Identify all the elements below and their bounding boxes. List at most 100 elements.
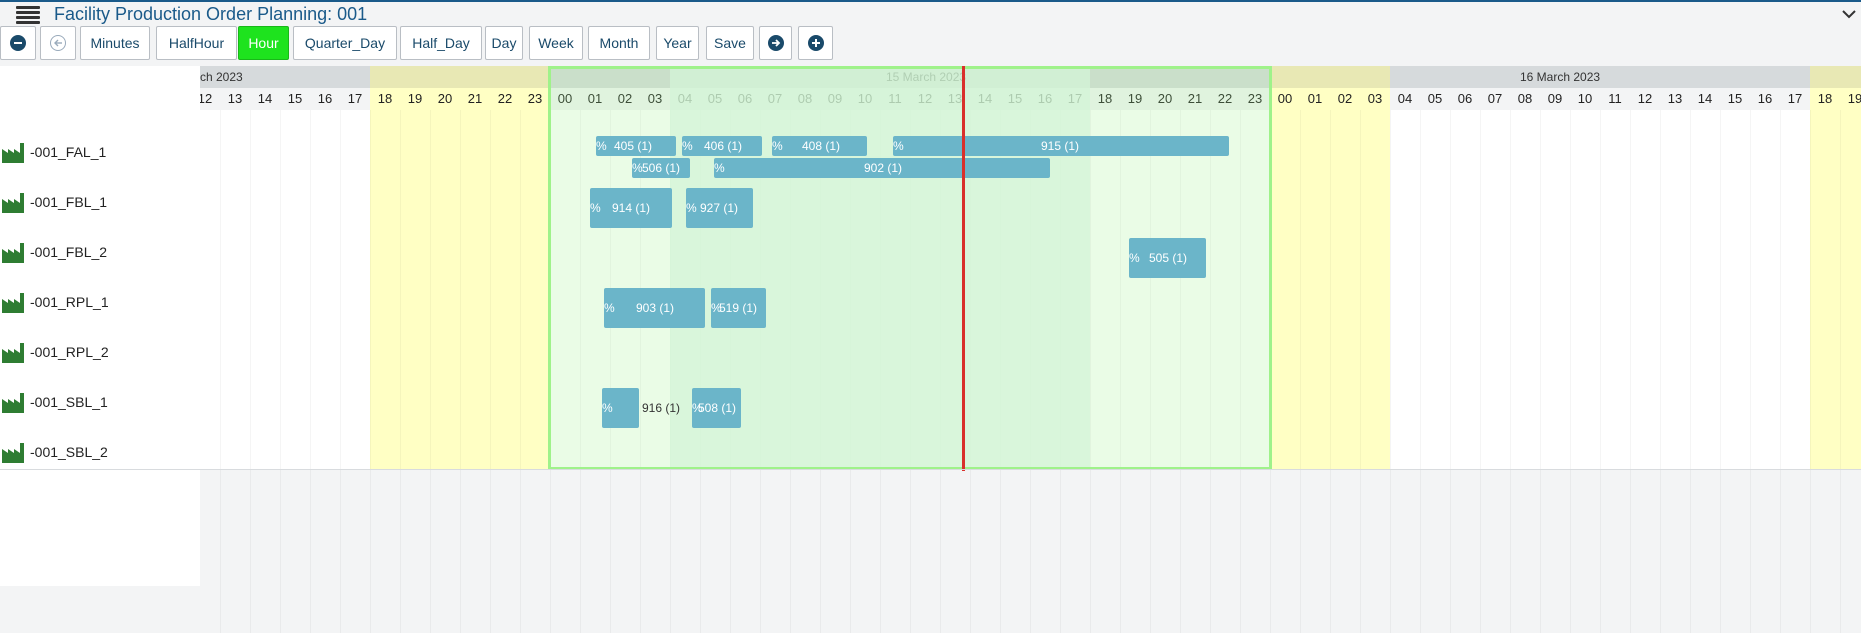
day-header-cell xyxy=(790,66,820,88)
hour-label: 15 xyxy=(280,88,310,110)
facility-row[interactable]: -001_RPL_1 xyxy=(0,278,200,328)
production-order-bar[interactable]: % 405 (1) xyxy=(596,136,676,156)
grid-line xyxy=(1450,110,1451,633)
next-button[interactable] xyxy=(759,26,792,60)
order-label: 405 (1) xyxy=(614,139,653,153)
add-button[interactable] xyxy=(798,26,833,60)
day-header-cell xyxy=(1570,66,1600,88)
facility-row[interactable]: -001_SBL_1 xyxy=(0,378,200,428)
hour-label: 15 xyxy=(1000,88,1030,110)
back-button[interactable] xyxy=(40,26,76,60)
grid-line xyxy=(760,110,761,633)
hour-label: 07 xyxy=(1480,88,1510,110)
facility-row[interactable]: -001_FAL_1 xyxy=(0,128,200,178)
hour-label: 04 xyxy=(1390,88,1420,110)
zoom-out-button[interactable] xyxy=(0,26,36,60)
hour-label: 03 xyxy=(1360,88,1390,110)
production-order-bar[interactable]: %903 (1) xyxy=(604,288,705,328)
factory-icon xyxy=(2,193,24,213)
facility-list: -001_FAL_1-001_FBL_1-001_FBL_2-001_RPL_1… xyxy=(0,66,200,586)
hour-label: 21 xyxy=(460,88,490,110)
grid-line xyxy=(850,110,851,633)
chevron-down-icon[interactable] xyxy=(1841,7,1857,21)
hour-label: 23 xyxy=(1240,88,1270,110)
facility-row[interactable]: -001_FBL_2 xyxy=(0,228,200,278)
facility-name: -001_RPL_2 xyxy=(30,344,109,360)
production-order-bar[interactable]: %916 (1) xyxy=(602,388,680,428)
day-header-cell xyxy=(730,66,760,88)
grid-line xyxy=(610,110,611,633)
production-order-bar[interactable]: % 505 (1) xyxy=(1129,238,1206,278)
production-order-bar[interactable]: %927 (1) xyxy=(686,188,753,228)
hamburger-menu-icon[interactable] xyxy=(16,6,40,24)
halfhour-button[interactable]: HalfHour xyxy=(156,26,237,60)
grid-line xyxy=(550,110,551,633)
grid-line xyxy=(1750,110,1751,633)
hour-label: 11 xyxy=(1600,88,1630,110)
grid-line xyxy=(1030,110,1031,633)
grid-line xyxy=(970,110,971,633)
order-label: 903 (1) xyxy=(636,301,675,315)
grid-line xyxy=(1300,110,1301,633)
day-header-cell xyxy=(340,66,370,88)
day-header-cell xyxy=(1240,66,1270,88)
grid-line xyxy=(1240,110,1241,633)
progress-percent: % xyxy=(596,139,607,153)
day-header-cell xyxy=(400,66,430,88)
progress-percent: % xyxy=(692,401,703,415)
facility-row[interactable]: -001_RPL_2 xyxy=(0,328,200,378)
grid-line xyxy=(340,110,341,633)
production-order-bar[interactable]: %915 (1) xyxy=(893,136,1229,156)
week-button[interactable]: Week xyxy=(529,26,583,60)
grid-line xyxy=(310,110,311,633)
grid-line xyxy=(820,110,821,633)
order-label: 519 (1) xyxy=(719,301,758,315)
hour-label: 23 xyxy=(520,88,550,110)
factory-icon xyxy=(2,293,24,313)
hour-label: 14 xyxy=(970,88,1000,110)
day-header-cell xyxy=(700,66,730,88)
quarter-day-button[interactable]: Quarter_Day xyxy=(293,26,397,60)
production-order-bar[interactable]: %408 (1) xyxy=(772,136,867,156)
day-header-cell xyxy=(1600,66,1630,88)
hour-label: 19 xyxy=(1120,88,1150,110)
progress-percent: % xyxy=(711,301,722,315)
hour-label: 01 xyxy=(580,88,610,110)
plus-circle-icon xyxy=(807,35,824,51)
month-button[interactable]: Month xyxy=(588,26,650,60)
factory-icon xyxy=(2,343,24,363)
day-label: 15 March 2023 xyxy=(886,70,967,84)
production-order-bar[interactable]: %508 (1) xyxy=(692,388,741,428)
grid-line xyxy=(370,110,371,633)
facility-row[interactable]: -001_SBL_2 xyxy=(0,428,200,478)
grid-line xyxy=(1120,110,1121,633)
order-label: 505 (1) xyxy=(1149,251,1188,265)
facility-row[interactable]: -001_FBL_1 xyxy=(0,178,200,228)
grid-line xyxy=(460,110,461,633)
progress-percent: % xyxy=(686,201,697,215)
factory-icon xyxy=(2,243,24,263)
minutes-button[interactable]: Minutes xyxy=(80,26,150,60)
production-order-bar[interactable]: %914 (1) xyxy=(590,188,672,228)
hour-label: 12 xyxy=(910,88,940,110)
day-header-cell xyxy=(220,66,250,88)
factory-icon xyxy=(2,393,24,413)
production-order-bar[interactable]: %506 (1) xyxy=(632,158,690,178)
facility-name: -001_SBL_1 xyxy=(30,394,108,410)
day-header-cell xyxy=(1180,66,1210,88)
production-order-bar[interactable]: %519 (1) xyxy=(711,288,766,328)
save-button[interactable]: Save xyxy=(706,26,754,60)
hour-label: 02 xyxy=(1330,88,1360,110)
hour-label: 05 xyxy=(700,88,730,110)
hour-button[interactable]: Hour xyxy=(238,26,289,60)
day-header-cell xyxy=(370,66,400,88)
year-button[interactable]: Year xyxy=(656,26,699,60)
production-order-bar[interactable]: %902 (1) xyxy=(714,158,1050,178)
order-label: 914 (1) xyxy=(612,201,651,215)
day-button[interactable]: Day xyxy=(485,26,523,60)
half-day-button[interactable]: Half_Day xyxy=(400,26,482,60)
production-order-bar[interactable]: %406 (1) xyxy=(682,136,762,156)
progress-percent: % xyxy=(1129,251,1140,265)
arrow-left-circle-icon xyxy=(50,35,66,51)
day-header-cell xyxy=(430,66,460,88)
